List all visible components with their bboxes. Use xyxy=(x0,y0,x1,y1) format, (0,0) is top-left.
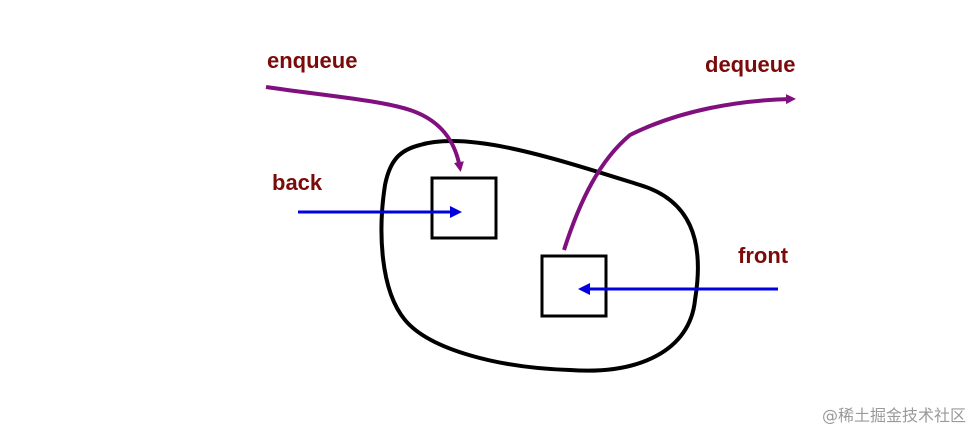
queue-container-outline xyxy=(379,138,700,373)
front-node-box xyxy=(540,254,608,318)
dequeue-label: dequeue xyxy=(705,52,795,77)
enqueue-arrow xyxy=(265,85,464,172)
back-node-box xyxy=(430,176,498,240)
enqueue-label: enqueue xyxy=(267,48,357,73)
back-label: back xyxy=(272,170,323,195)
dequeue-arrow xyxy=(562,94,796,251)
watermark-text: @稀土掘金技术社区 xyxy=(821,406,966,425)
front-label: front xyxy=(738,243,789,268)
